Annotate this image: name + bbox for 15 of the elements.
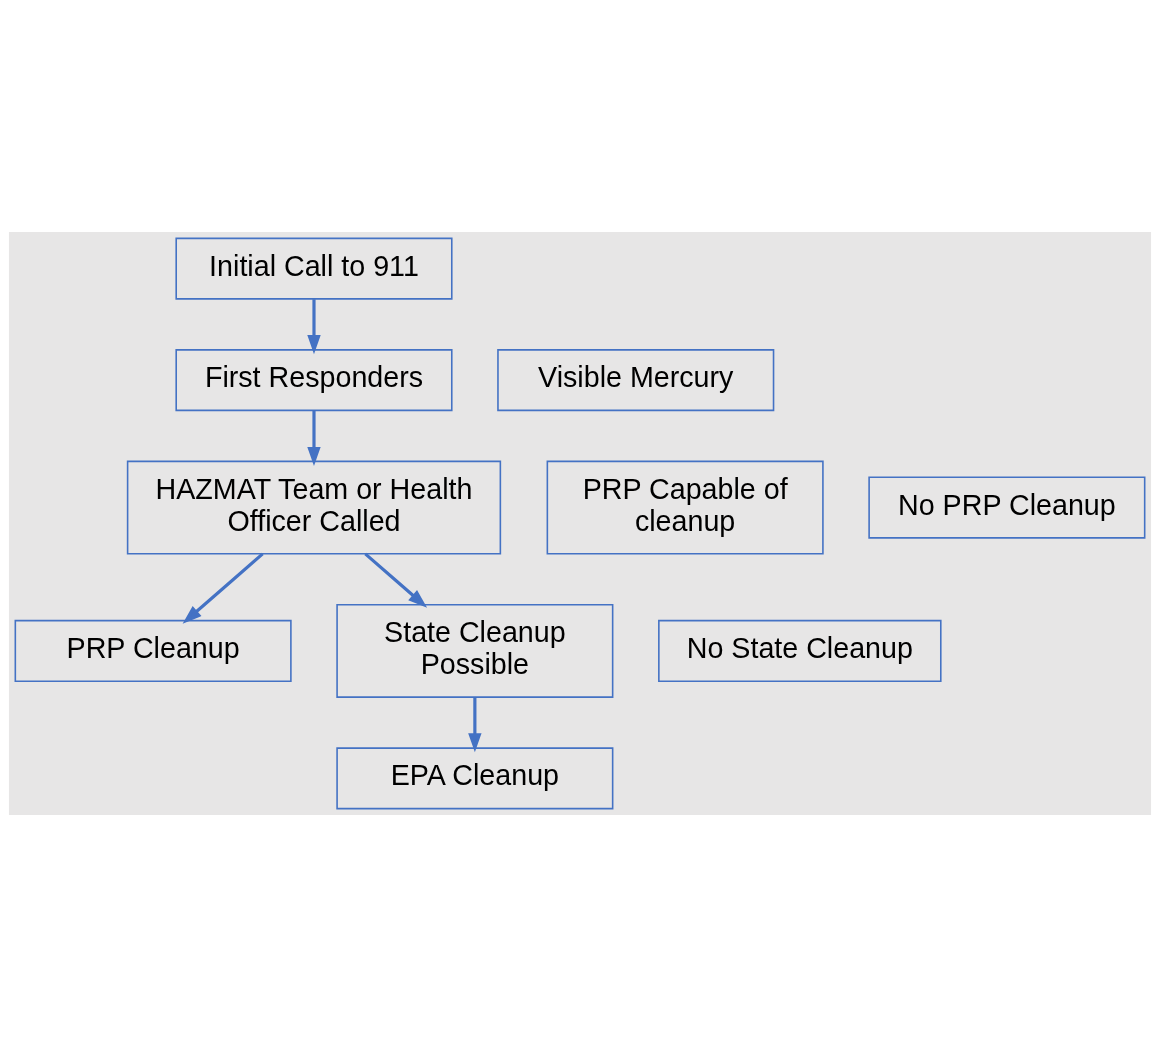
node-box: No PRP Cleanup [868,476,1146,539]
node-box: PRP Capable of cleanup [546,460,824,555]
node-box: Visible Mercury [497,349,775,412]
node-box: HAZMAT Team or Health Officer Called [126,460,502,555]
arrow [182,552,264,624]
node-box: Initial Call to 911 [175,237,453,300]
arrow [307,299,321,355]
arrow [364,552,428,608]
node-box: PRP Cleanup [14,619,292,682]
node-box: First Responders [175,349,453,412]
node-box: State Cleanup Possible [336,603,614,698]
arrow [468,697,482,753]
node-box: No State Cleanup [658,619,942,682]
node-box: EPA Cleanup [336,747,614,810]
arrow [307,410,321,467]
